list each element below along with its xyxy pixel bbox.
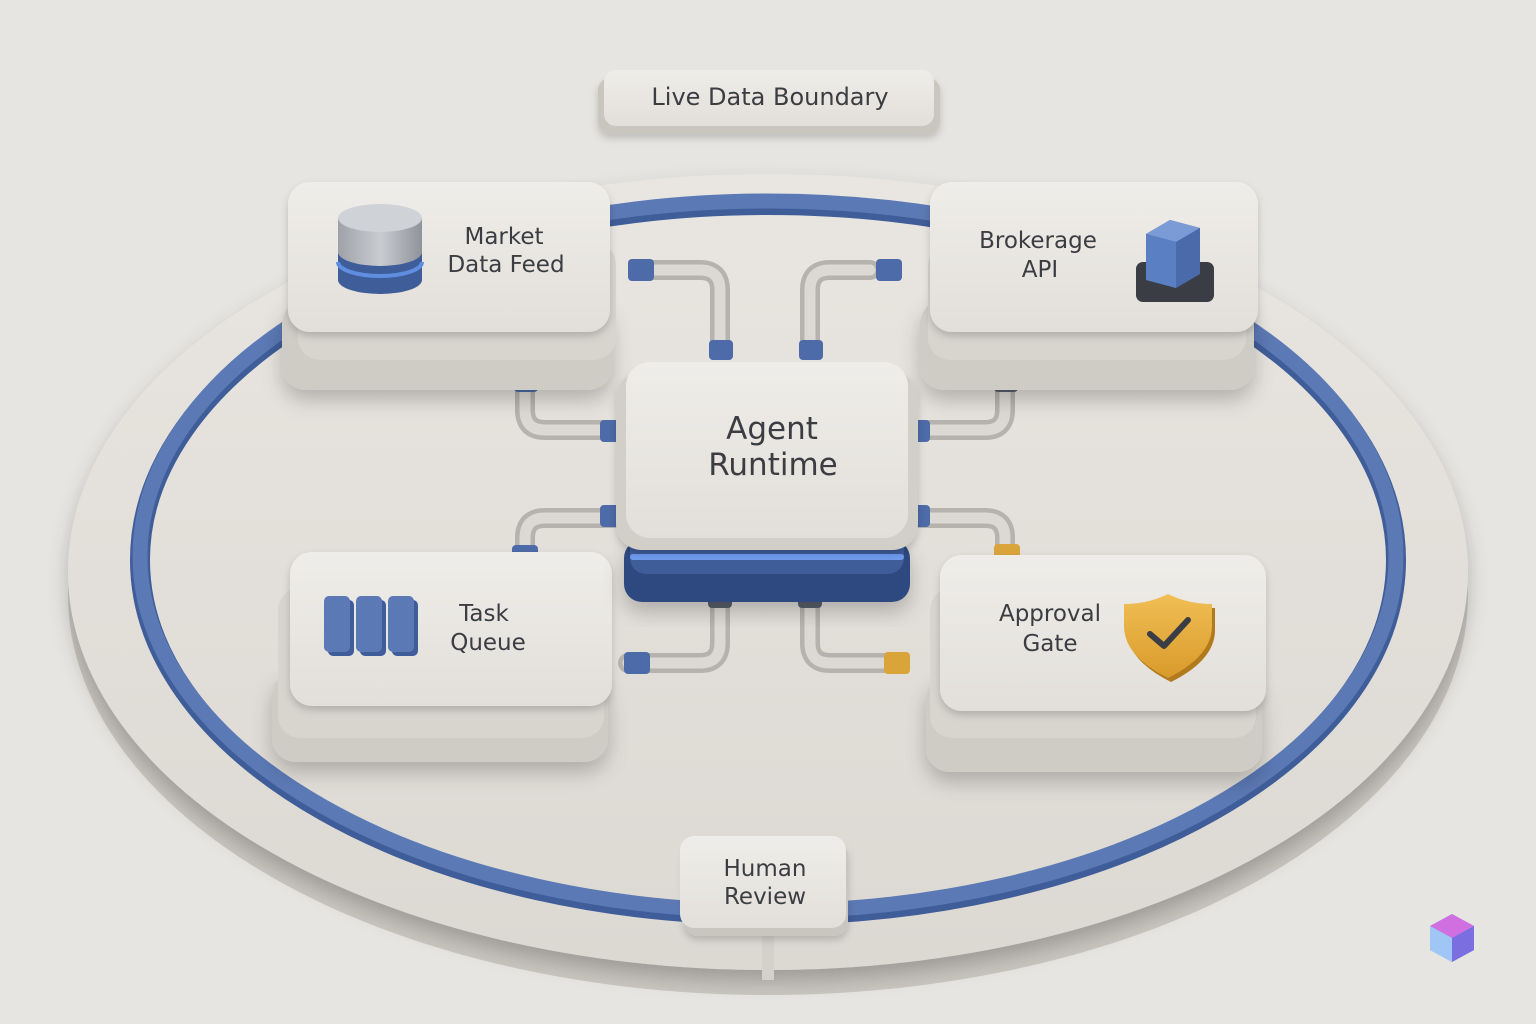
task-queue-label-line1: Task: [458, 601, 509, 627]
node-task-queue[interactable]: Task Queue: [272, 552, 612, 762]
node-agent-runtime[interactable]: Agent Runtime: [616, 362, 918, 602]
database-icon: [338, 204, 422, 294]
node-market-data-feed[interactable]: Market Data Feed: [282, 182, 616, 390]
socket-brokerage-out: [876, 259, 902, 281]
brokerage-api-label-line1: Brokerage: [979, 228, 1097, 254]
socket-runtime-top-left: [709, 340, 733, 360]
approval-gate-label-line1: Approval: [999, 601, 1101, 627]
runtime-glow-strip: [630, 554, 904, 560]
socket-market-out: [628, 259, 654, 281]
socket-queue-out: [624, 652, 650, 674]
queue-blocks-icon: [324, 596, 418, 656]
live-data-boundary-label: Live Data Boundary: [651, 83, 888, 111]
live-data-boundary-badge: Live Data Boundary: [598, 70, 940, 134]
socket-runtime-top-right: [799, 340, 823, 360]
logo-cube-icon: [1430, 914, 1474, 962]
task-queue-label-line2: Queue: [450, 630, 526, 656]
human-review-label-line2: Review: [724, 884, 806, 910]
node-brokerage-api[interactable]: Brokerage API: [920, 182, 1258, 390]
market-data-feed-label-line2: Data Feed: [447, 252, 564, 278]
market-data-feed-label-line1: Market: [464, 224, 543, 250]
approval-gate-label-line2: Gate: [1022, 631, 1077, 657]
human-review-badge[interactable]: Human Review: [680, 836, 848, 936]
platform-seam: [762, 930, 774, 980]
socket-approval-out: [884, 652, 910, 674]
human-review-label-line1: Human: [724, 856, 807, 882]
node-approval-gate[interactable]: Approval Gate: [926, 555, 1266, 772]
brokerage-api-label-line2: API: [1022, 257, 1058, 283]
agent-runtime-label-line2: Runtime: [708, 447, 837, 483]
agent-runtime-label-line1: Agent: [726, 411, 818, 447]
